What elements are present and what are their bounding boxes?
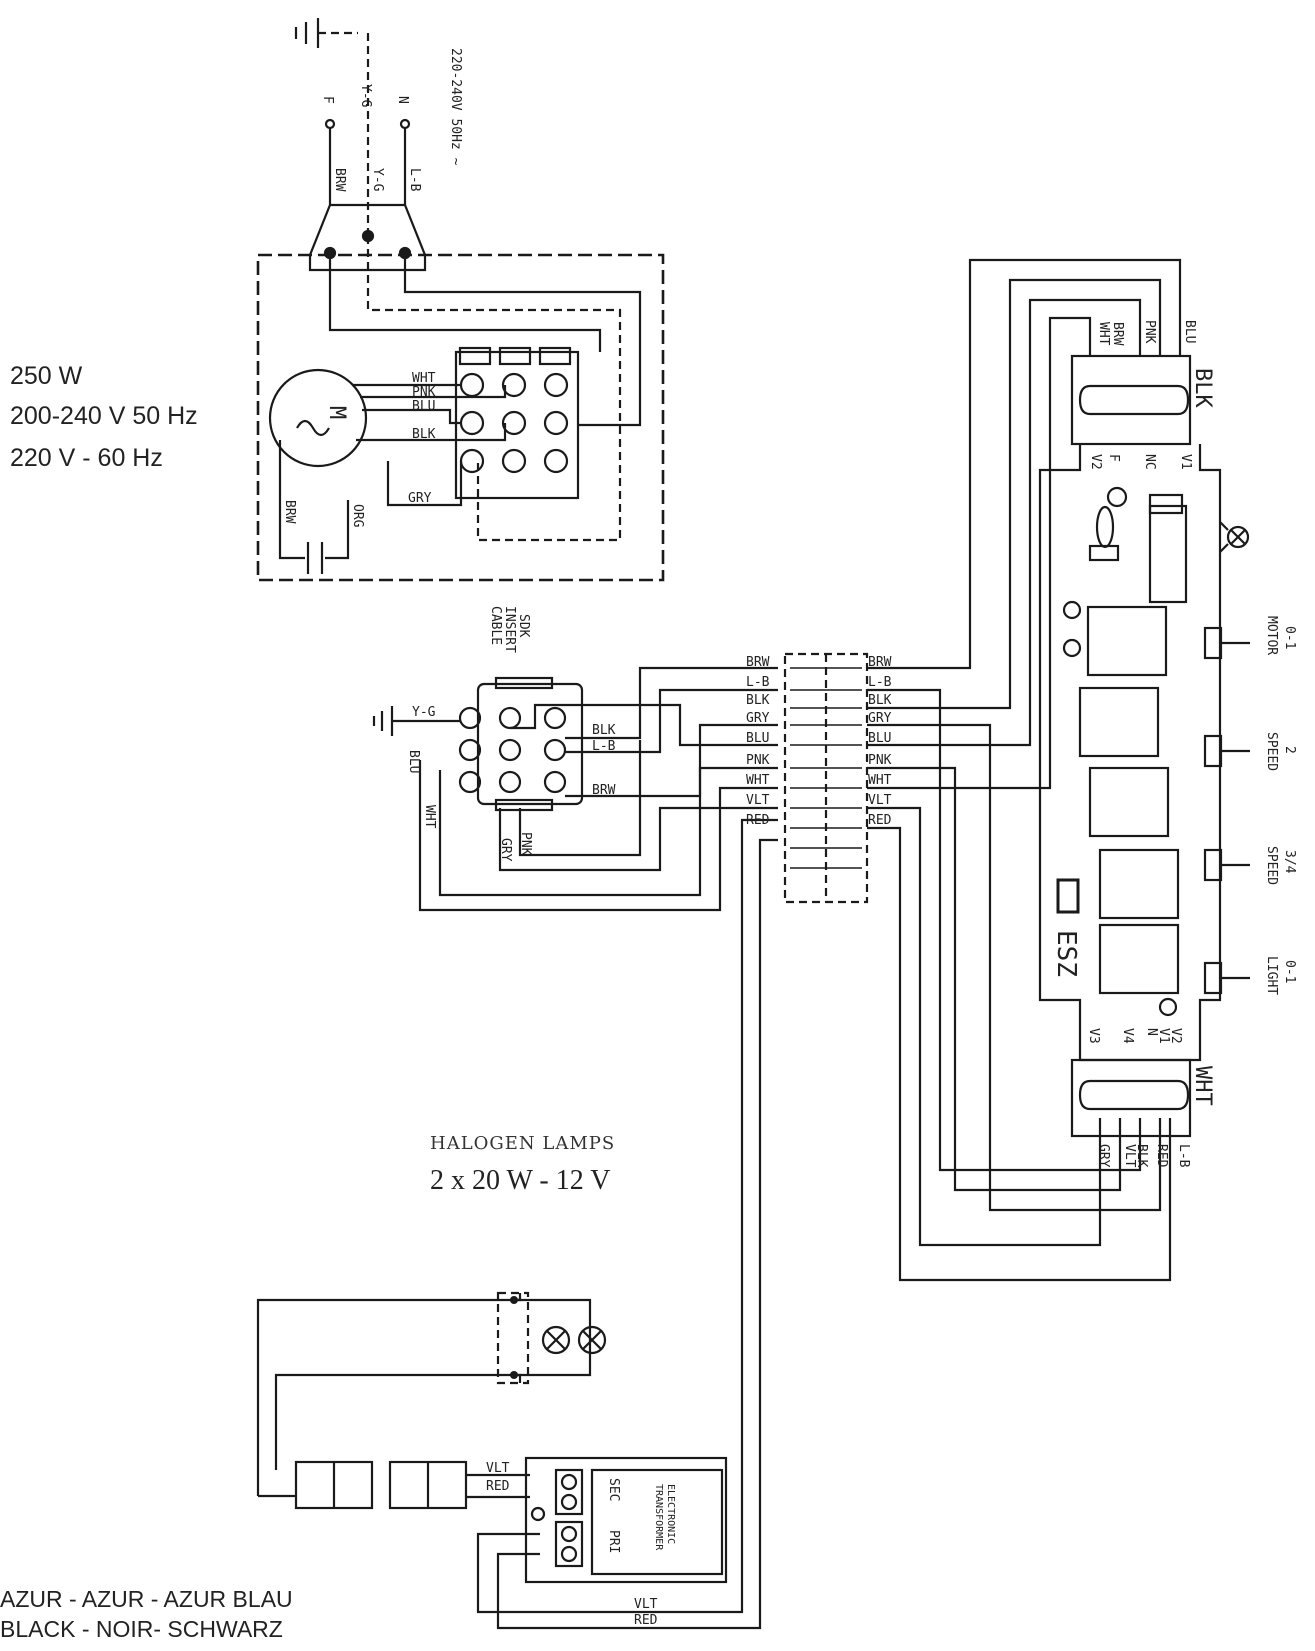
motor-wire-pnk: PNK	[412, 385, 436, 400]
supply-rating: 220-240V 50Hz ~	[448, 48, 463, 166]
connector-right-brw: BRW	[868, 655, 892, 670]
transformer-label-line-1: ELECTRONIC	[665, 1484, 676, 1544]
insert-label-brw: BRW	[592, 783, 616, 798]
board-blk-wire-blu: BLU	[1182, 320, 1197, 343]
connector-right-gry: GRY	[868, 711, 892, 726]
board-wht-pin-v2: V2	[1168, 1028, 1183, 1044]
motor-symbol	[268, 368, 368, 468]
connector-right-red: RED	[868, 813, 892, 828]
connector-left-brw: BRW	[746, 655, 770, 670]
board-button-speed2-line1: 2	[1282, 746, 1297, 754]
motor-wire-blk: BLK	[412, 427, 436, 442]
transformer-out-red: RED	[634, 1613, 658, 1628]
connector-left-vlt: VLT	[746, 793, 770, 808]
connector-right-blk: BLK	[868, 693, 892, 708]
connector-left-lb: L-B	[746, 675, 770, 690]
board-button-speed34-line2: SPEED	[1264, 846, 1279, 885]
motor-voltage-60hz: 220 V - 60 Hz	[10, 444, 163, 472]
board-name: ESZ	[1051, 930, 1081, 977]
legend-blue: AZUR - AZUR - AZUR BLAU	[0, 1586, 293, 1612]
board-wht-wire-gry: GRY	[1096, 1144, 1111, 1168]
board-wht-wire-red: RED	[1154, 1144, 1169, 1168]
motor-wire-brw: BRW	[282, 500, 297, 524]
board-wht-pin-v1: V1	[1156, 1028, 1171, 1044]
insert-label-yg: Y-G	[412, 705, 436, 720]
motor-wire-wht: WHT	[412, 371, 436, 386]
connector-left-pnk: PNK	[746, 753, 770, 768]
board-button-speed2-line2: SPEED	[1264, 732, 1279, 771]
board-blk-pin-nc: NC	[1142, 454, 1157, 470]
board-blk-pin-f: F	[1106, 454, 1121, 462]
insert-title-line-1: SDK	[516, 614, 531, 638]
board-blk-connector-label: BLK	[1190, 368, 1215, 408]
board-wht-wire-lb: L-B	[1176, 1144, 1191, 1168]
board-button-motor-line2: MOTOR	[1264, 616, 1279, 655]
board-button-light-line1: 0-1	[1282, 960, 1297, 983]
insert-label-blu: BLU	[406, 750, 421, 773]
connector-left-blk: BLK	[746, 693, 770, 708]
board-wht-connector-label: WHT	[1190, 1066, 1215, 1106]
board-blk-pin-v1: V1	[1178, 454, 1193, 470]
motor-wire-gry: GRY	[408, 491, 432, 506]
board-blk-wire-wht: WHT	[1096, 322, 1111, 346]
board-button-motor-line1: 0-1	[1282, 626, 1297, 649]
board-blk-wire-brw: BRW	[1110, 322, 1125, 346]
connector-right-blu: BLU	[868, 731, 891, 746]
board-blk-wire-pnk: PNK	[1142, 320, 1157, 344]
transformer-pri: PRI	[606, 1530, 621, 1553]
transformer-label-line-2: TRANSFORMER	[653, 1484, 664, 1551]
halogen-lamps-title: HALOGEN LAMPS	[430, 1133, 616, 1154]
connector-left-wht: WHT	[746, 773, 770, 788]
supply-wire-yg: Y-G	[370, 168, 385, 192]
motor-wire-org: ORG	[350, 504, 365, 528]
connector-right-vlt: VLT	[868, 793, 892, 808]
connector-left-gry: GRY	[746, 711, 770, 726]
transformer-out-vlt: VLT	[634, 1597, 658, 1612]
insert-title-line-2: INSERT	[502, 606, 517, 653]
transformer-in-red: RED	[486, 1479, 510, 1494]
motor-label: M	[324, 406, 349, 419]
connector-right-wht: WHT	[868, 773, 892, 788]
board-wht-pin-v4: V4	[1120, 1028, 1135, 1044]
earth-symbol-insert	[372, 706, 460, 736]
motor-power: 250 W	[10, 362, 83, 390]
connector-left-red: RED	[746, 813, 770, 828]
board-blk-pin-v2: V2	[1088, 454, 1103, 470]
insert-label-pnk: PNK	[518, 832, 533, 856]
motor-wire-blu: BLU	[412, 399, 435, 414]
insert-title-line-3: CABLE	[488, 606, 503, 645]
earth-symbol-top	[294, 18, 358, 48]
supply-terminal-n: N	[395, 96, 410, 104]
board-button-speed34-line1: 3/4	[1282, 850, 1297, 874]
supply-wire-lb: L-B	[407, 168, 422, 192]
board-wht-pin-n: N	[1144, 1028, 1159, 1036]
motor-voltage-50hz: 200-240 V 50 Hz	[10, 402, 198, 430]
board-button-light-line2: LIGHT	[1264, 956, 1279, 995]
transformer-sec: SEC	[606, 1478, 621, 1501]
supply-wire-brw: BRW	[332, 168, 347, 192]
legend-black: BLACK - NOIR- SCHWARZ	[0, 1616, 283, 1642]
insert-label-wht: WHT	[422, 805, 437, 829]
board-wht-wire-vlt: VLT	[1122, 1144, 1137, 1168]
insert-label-blk: BLK	[592, 723, 616, 738]
halogen-lamps-rating: 2 x 20 W - 12 V	[430, 1165, 611, 1196]
board-wht-wire-blk: BLK	[1134, 1144, 1149, 1168]
connector-right-pnk: PNK	[868, 753, 892, 768]
transformer-in-vlt: VLT	[486, 1461, 510, 1476]
supply-terminal-yg: Y-G	[358, 84, 373, 108]
connector-right-lb: L-B	[868, 675, 892, 690]
supply-terminal-f: F	[320, 96, 335, 104]
board-wht-pin-v3: V3	[1086, 1028, 1101, 1044]
insert-label-lb: L-B	[592, 739, 616, 754]
insert-label-gry: GRY	[498, 838, 513, 862]
connector-left-blu: BLU	[746, 731, 769, 746]
